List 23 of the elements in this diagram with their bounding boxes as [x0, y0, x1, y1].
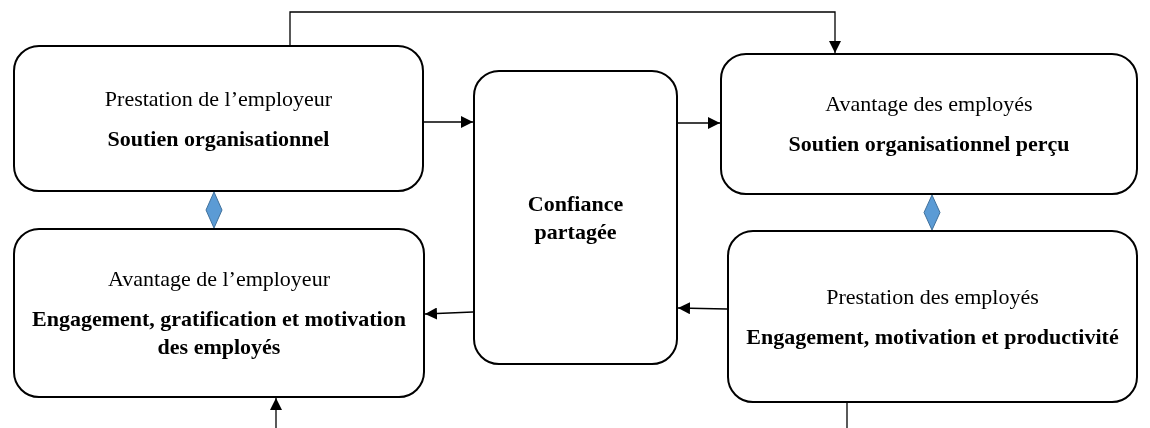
arrow — [677, 117, 721, 129]
box-heading: Prestation de l’employeur — [104, 84, 333, 113]
rounded-box — [13, 228, 425, 398]
box-heading: Prestation des employés — [826, 282, 1039, 311]
box-title: Engagement, gratification et motivation des employés — [31, 305, 407, 361]
box-title: Soutien organisationnel perçu — [788, 130, 1070, 158]
arrow — [423, 116, 474, 128]
line — [846, 402, 848, 428]
rounded-box — [727, 230, 1138, 403]
box-heading: Avantage des employés — [825, 90, 1033, 118]
arrow — [289, 11, 841, 54]
diamond-connector — [205, 191, 223, 229]
rounded-box — [720, 53, 1138, 195]
arrow — [270, 397, 282, 428]
rounded-box — [13, 45, 424, 192]
diamond-connector — [923, 194, 941, 231]
box-title: Engagement, motivation et productivité — [746, 322, 1119, 351]
box-title: Soutien organisationnel — [107, 124, 330, 153]
arrow — [677, 302, 728, 315]
rounded-box — [473, 70, 678, 365]
box-title: Confiance partagée — [526, 189, 625, 246]
box-heading: Avantage de l’employeur — [108, 265, 330, 293]
arrow — [424, 307, 474, 320]
